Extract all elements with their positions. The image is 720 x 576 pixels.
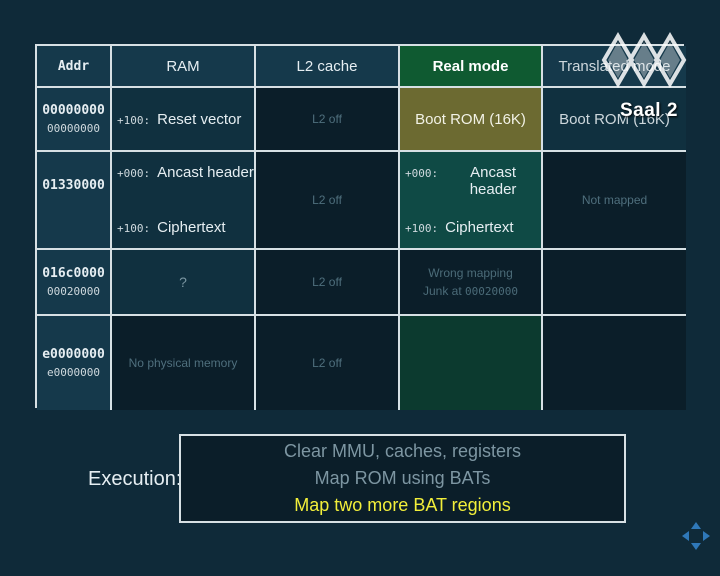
column-header-addr: Addr [37,46,112,88]
column-header-l2-cache: L2 cache [256,46,400,88]
entry-offset: +100: [117,113,151,127]
room-label: Saal 2 [620,100,678,121]
addr-sub: 00020000 [47,285,100,298]
l2-status: L2 off [312,275,342,289]
l2-cell-row-4: L2 off [256,316,400,410]
translated-cell-row-2: Not mapped [543,152,686,250]
translated-cell-row-4 [543,316,686,410]
unknown-label: ? [179,274,187,290]
entry-label: Ciphertext [445,219,514,236]
column-header-real-mode: Real mode [400,46,543,88]
execution-label: Execution: [88,468,182,490]
ram-entry: +100: Reset vector [112,111,254,128]
real-mode-cell-row-3: Wrong mapping Junk at 00020000 [400,250,543,316]
l2-status: L2 off [312,193,342,207]
execution-step-2: Map ROM using BATs [314,468,491,488]
addr-main: 00000000 [42,103,105,118]
addr-main: e0000000 [42,347,105,362]
ram-cell-row-4: No physical memory [112,316,256,410]
ram-entry: +100: Ciphertext [112,219,254,236]
entry-label: Reset vector [157,110,242,128]
boot-rom-label: Boot ROM (16K) [559,110,670,128]
navigation-arrows-icon[interactable] [680,520,712,552]
ram-cell-row-3: ? [112,250,256,316]
addr-cell-row-1: 00000000 00000000 [37,88,112,152]
entry-label: Ancast header [157,164,254,181]
entry-offset: +100: [117,222,151,235]
junk-at-address: 00020000 [465,284,519,298]
real-mode-cell-row-2: +000: Ancast header +100: Ciphertext [400,152,543,250]
addr-main: 01330000 [42,178,105,193]
addr-main: 016c0000 [42,266,105,281]
translated-cell-row-1: Boot ROM (16K) [543,88,686,152]
l2-cell-row-1: L2 off [256,88,400,152]
translated-cell-row-3 [543,250,686,316]
addr-sub: 00000000 [47,122,100,135]
execution-step-1: Clear MMU, caches, registers [283,441,522,461]
execution-steps-box: Clear MMU, caches, registers Map ROM usi… [179,434,626,523]
ram-entry: +000: Ancast header [112,164,254,181]
wrong-mapping-label: Wrong mapping [428,265,513,280]
junk-at-label: Junk at 00020000 [423,282,518,301]
addr-cell-row-2: 01330000 [37,152,112,250]
conference-logo-icon [601,32,687,88]
no-physical-memory-label: No physical memory [128,356,238,370]
entry-offset: +100: [405,222,439,235]
boot-rom-label: Boot ROM (16K) [415,110,526,128]
entry-label: Ancast header [469,164,517,198]
execution-step-3: Map two more BAT regions [294,495,511,515]
not-mapped-label: Not mapped [581,193,648,207]
ram-cell-row-1: +100: Reset vector [112,88,256,152]
memory-map-table: Addr RAM L2 cache Real mode Translated m… [35,44,686,410]
junk-at-prefix: Junk at [422,283,462,298]
ram-cell-row-2: +000: Ancast header +100: Ciphertext [112,152,256,250]
l2-cell-row-2: L2 off [256,152,400,250]
column-header-ram: RAM [112,46,256,88]
entry-offset: +000: [117,167,151,180]
real-mode-cell-row-1: Boot ROM (16K) [400,88,543,152]
l2-status: L2 off [312,356,342,370]
real-mode-cell-row-4 [400,316,543,410]
entry-label: Ciphertext [157,219,226,236]
entry-offset: +000: [405,167,439,180]
real-entry: +100: Ciphertext [400,219,541,236]
l2-status: L2 off [312,112,342,126]
addr-cell-row-4: e0000000 e0000000 [37,316,112,410]
addr-cell-row-3: 016c0000 00020000 [37,250,112,316]
addr-sub: e0000000 [47,366,100,379]
real-entry: +000: Ancast header [400,164,541,198]
l2-cell-row-3: L2 off [256,250,400,316]
